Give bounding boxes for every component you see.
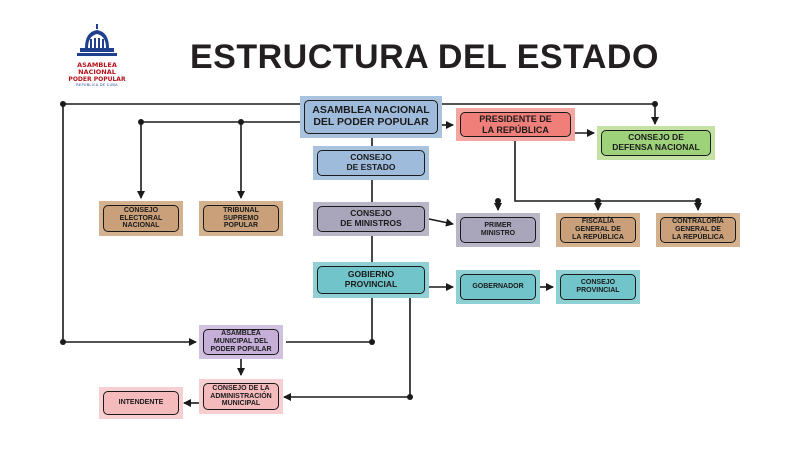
node-gobernador: GOBERNADOR [456, 270, 540, 304]
node-contraloria: CONTRALORÍA GENERAL DE LA REPÚBLICA [656, 213, 740, 247]
node-asamblea-municipal: ASAMBLEA MUNICIPAL DEL PODER POPULAR [199, 325, 283, 359]
capitol-dome-icon [77, 24, 117, 56]
logo: ASAMBLEA NACIONAL PODER POPULAR REPÚBLIC… [62, 24, 132, 88]
node-consejo-electoral: CONSEJO ELECTORAL NACIONAL [99, 201, 183, 236]
logo-line-2: PODER POPULAR [68, 76, 126, 83]
node-label: GOBERNADOR [460, 274, 536, 300]
node-label: INTENDENTE [103, 391, 179, 415]
node-label: CONSEJO DE DEFENSA NACIONAL [601, 130, 711, 156]
node-label: CONSEJO DE MINISTROS [317, 206, 425, 232]
node-fiscalia: FISCALÍA GENERAL DE LA REPÚBLICA [556, 213, 640, 247]
node-gobierno-provincial: GOBIERNO PROVINCIAL [313, 262, 429, 298]
node-label: CONSEJO ELECTORAL NACIONAL [103, 205, 179, 232]
logo-line-3: REPÚBLICA DE CUBA [76, 83, 118, 87]
node-label: CONTRALORÍA GENERAL DE LA REPÚBLICA [660, 217, 736, 243]
node-consejo-provincial: CONSEJO PROVINCIAL [556, 270, 640, 304]
node-label: ASAMBLEA NACIONAL DEL PODER POPULAR [304, 100, 438, 134]
node-label: TRIBUNAL SUPREMO POPULAR [203, 205, 279, 232]
node-asamblea-nacional: ASAMBLEA NACIONAL DEL PODER POPULAR [300, 96, 442, 138]
node-primer-ministro: PRIMER MINISTRO [456, 213, 540, 247]
node-label: FISCALÍA GENERAL DE LA REPÚBLICA [560, 217, 636, 243]
node-tribunal-supremo: TRIBUNAL SUPREMO POPULAR [199, 201, 283, 236]
node-presidente: PRESIDENTE DE LA REPÚBLICA [456, 108, 575, 141]
edge-gobierno-administracion [283, 298, 411, 401]
edge-gobierno-municipal [286, 298, 373, 343]
node-intendente: INTENDENTE [99, 387, 183, 419]
node-label: ASAMBLEA MUNICIPAL DEL PODER POPULAR [203, 329, 279, 355]
node-consejo-defensa: CONSEJO DE DEFENSA NACIONAL [597, 126, 715, 160]
node-consejo-estado: CONSEJO DE ESTADO [313, 146, 429, 180]
page-title: ESTRUCTURA DEL ESTADO [190, 38, 659, 76]
node-label: PRESIDENTE DE LA REPÚBLICA [460, 112, 571, 137]
edge-an-left-spine [62, 103, 300, 346]
node-label: PRIMER MINISTRO [460, 217, 536, 243]
node-label: CONSEJO DE ESTADO [317, 150, 425, 176]
node-label: GOBIERNO PROVINCIAL [317, 266, 425, 294]
node-consejo-ministros: CONSEJO DE MINISTROS [313, 202, 429, 236]
edge-ministros-primer [428, 218, 454, 227]
node-consejo-administracion: CONSEJO DE LA ADMINISTRACIÓN MUNICIPAL [199, 379, 283, 414]
logo-line-1: ASAMBLEA NACIONAL [77, 61, 117, 76]
node-label: CONSEJO DE LA ADMINISTRACIÓN MUNICIPAL [203, 383, 279, 410]
edge-presidente-down [514, 141, 698, 202]
node-label: CONSEJO PROVINCIAL [560, 274, 636, 300]
